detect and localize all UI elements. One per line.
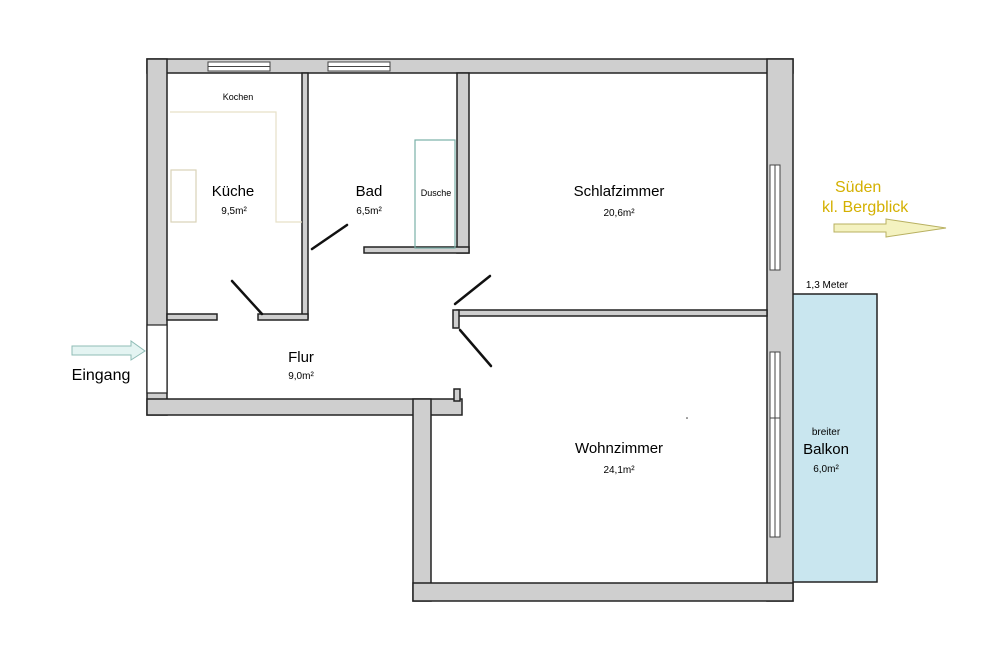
bath-name: Bad bbox=[356, 183, 383, 200]
orientation-line1: Süden bbox=[835, 179, 881, 196]
windows bbox=[207, 61, 781, 538]
hallway-name: Flur bbox=[288, 349, 314, 366]
living-room-name: Wohnzimmer bbox=[575, 440, 663, 457]
south-arrow-icon bbox=[833, 218, 947, 238]
entrance-arrow-icon bbox=[71, 340, 146, 361]
bedroom-name: Schlafzimmer bbox=[574, 183, 665, 200]
balcony-area bbox=[786, 293, 878, 583]
hallway-area: 9,0m² bbox=[288, 371, 314, 382]
walls bbox=[146, 58, 794, 602]
kitchen-area: 9,5m² bbox=[221, 206, 247, 217]
entrance-opening bbox=[146, 324, 168, 394]
shower-label: Dusche bbox=[421, 188, 452, 198]
bedroom-area: 20,6m² bbox=[603, 208, 635, 219]
balcony-prefix: breiter bbox=[812, 427, 841, 438]
living-room-dot bbox=[686, 417, 688, 419]
balcony-area: 6,0m² bbox=[813, 464, 839, 475]
bath-area: 6,5m² bbox=[356, 206, 382, 217]
balcony-name: Balkon bbox=[803, 441, 849, 458]
shower bbox=[414, 139, 456, 249]
door-swings bbox=[230, 223, 493, 368]
living-room-area: 24,1m² bbox=[603, 465, 635, 476]
kitchen-note: Kochen bbox=[223, 92, 254, 102]
entrance-label: Eingang bbox=[72, 367, 131, 384]
balcony-depth: 1,3 Meter bbox=[806, 280, 849, 291]
kitchen-name: Küche bbox=[212, 183, 255, 200]
kitchen-counter bbox=[170, 111, 302, 223]
orientation-line2: kl. Bergblick bbox=[822, 199, 909, 216]
